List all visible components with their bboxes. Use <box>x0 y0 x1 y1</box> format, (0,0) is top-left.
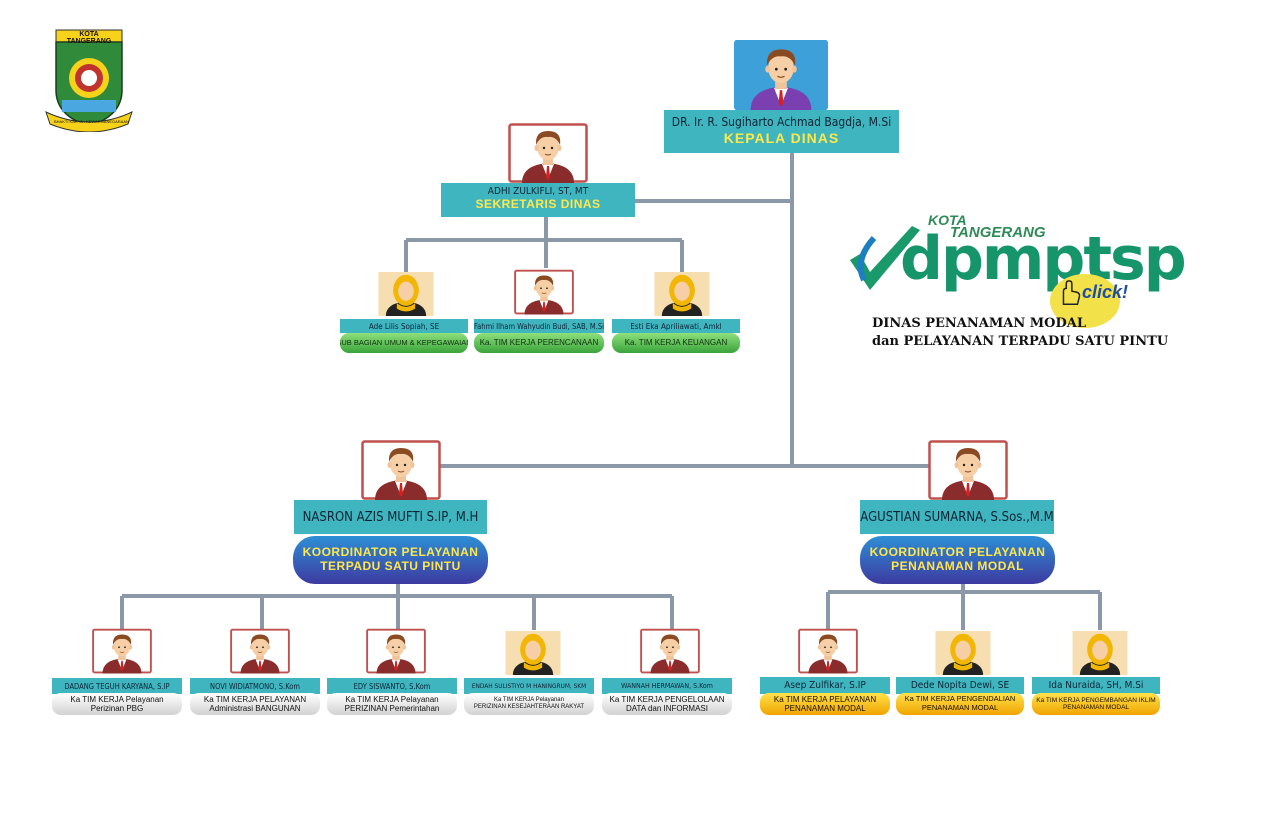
logo-motto: BHAKTI KARYA • KEWARGANEGARAAN <box>54 119 129 124</box>
male-avatar-icon <box>928 440 1008 500</box>
hijab-avatar-icon <box>378 272 434 316</box>
pointer-hand-icon <box>1062 280 1081 306</box>
ptsp-team-5-name: WANNAH HERMAWAN, S.Kom <box>602 678 732 694</box>
coordinator-1-title-line1: KOORDINATOR PELAYANAN <box>302 545 479 560</box>
pm-team-2-role-line1: Ka TIM KERJA PENGENDALIAN <box>904 694 1016 704</box>
coordinator-1-title-line2: TERPADU SATU PINTU <box>320 559 461 573</box>
brand-line1: DINAS PENANAMAN MODAL <box>872 316 1086 331</box>
ptsp-team-3-role-line2: PERIZINAN Pemerintahan <box>344 704 440 713</box>
pm-team-2-photo <box>935 631 991 675</box>
brand-click: click! <box>1082 282 1129 302</box>
secretariat-staff-3-name: Esti Eka Apriliawati, Amkl <box>612 319 740 333</box>
coordinator-2-name: AGUSTIAN SUMARNA, S.Sos.,M.M <box>860 500 1054 534</box>
hijab-avatar-icon <box>1072 631 1128 675</box>
ptsp-team-2-role-line1: Ka TIM KERJA PELAYANAN <box>203 694 307 704</box>
head-title: KEPALA DINAS <box>723 130 840 146</box>
coordinator-2-title-line1: KOORDINATOR PELAYANAN <box>869 545 1046 560</box>
pm-team-3-role-line2: PENANAMAN MODAL <box>1062 704 1130 711</box>
pm-team-1-role-line1: Ka TIM KERJA PELAYANAN <box>773 694 877 704</box>
coordinator-2-photo <box>927 440 1009 500</box>
pm-team-1-role-line2: PENANAMAN MODAL <box>784 704 866 713</box>
secretary-box: ADHI ZULKIFLI, ST, MT SEKRETARIS DINAS <box>441 183 635 217</box>
secretariat-staff-2-role-line1: Ka. TIM KERJA PERENCANAAN <box>479 338 599 348</box>
coordinator-1-photo <box>360 440 442 500</box>
ptsp-team-5-role-line1: Ka TIM KERJA PENGELOLAAN <box>609 694 725 704</box>
ptsp-team-3-photo <box>366 627 426 675</box>
ptsp-team-1-role-line2: Perizinan PBG <box>90 704 144 713</box>
logo-city-label: KOTA TANGERANG <box>66 31 112 45</box>
ptsp-team-4-role-line1: Ka TIM KERJA Pelayanan <box>494 697 564 704</box>
ptsp-team-3-role-line1: Ka TIM KERJA Pelayanan <box>345 694 439 704</box>
male-avatar-icon <box>640 628 700 674</box>
ptsp-team-4-name: ENDAH SULISTIYO M HANINGRUM, SKM <box>464 678 594 694</box>
male-avatar-icon <box>366 628 426 674</box>
secretariat-staff-3-role-line1: Ka. TIM KERJA KEUANGAN <box>624 338 728 348</box>
ptsp-team-1-photo <box>92 627 152 675</box>
ptsp-team-4-photo <box>505 631 561 675</box>
pm-team-3-role-line1: Ka TIM KERJA PENGEMBANGAN IKLIM <box>1036 696 1156 704</box>
coordinator-1-name: NASRON AZIS MUFTI S.IP, M.H <box>294 500 487 534</box>
ptsp-team-1-name: DADANG TEGUH KARYANA, S.IP <box>52 678 182 694</box>
pm-team-2-name: Dede Nopita Dewi, SE <box>896 677 1024 694</box>
secretariat-staff-3-photo <box>654 272 710 316</box>
coordinator-2-title-line2: PENANAMAN MODAL <box>891 559 1024 573</box>
ptsp-team-2-photo <box>230 627 290 675</box>
coordinator-2-title: KOORDINATOR PELAYANAN PENANAMAN MODAL <box>860 536 1055 584</box>
secretary-title: SEKRETARIS DINAS <box>475 197 601 211</box>
pm-team-1-photo <box>798 627 858 675</box>
brand-line2: dan PELAYANAN TERPADU SATU PINTU <box>872 334 1169 349</box>
hijab-avatar-icon <box>505 631 561 675</box>
check-mark-icon <box>850 226 920 290</box>
secretariat-staff-2-name: Fahmi Ilham Wahyudin Budi, SAB, M.Si <box>474 319 604 333</box>
male-avatar-icon <box>361 440 441 500</box>
secretary-name: ADHI ZULKIFLI, ST, MT <box>487 186 589 197</box>
head-box: DR. Ir. R. Sugiharto Achmad Bagdja, M.Si… <box>664 110 899 153</box>
brand-name: dpmptsp <box>900 224 1187 294</box>
secretary-photo <box>507 123 589 183</box>
ptsp-team-1-role-line1: Ka TIM KERJA Pelayanan <box>70 694 164 704</box>
secretariat-staff-1-name: Ade Lilis Sopiah, SE <box>340 319 468 333</box>
secretariat-staff-3-role: Ka. TIM KERJA KEUANGAN <box>612 333 740 353</box>
brand-click-badge <box>1050 274 1120 328</box>
ptsp-team-5-role-line2: DATA dan INFORMASI <box>626 704 708 713</box>
secretariat-staff-2-photo <box>514 268 574 316</box>
ptsp-team-2-role-line2: Administrasi BANGUNAN <box>209 704 301 713</box>
male-avatar-icon <box>734 40 828 110</box>
brand-tangerang: TANGERANG <box>950 224 1046 241</box>
male-avatar-icon <box>514 269 574 315</box>
pm-team-3-photo <box>1072 631 1128 675</box>
pm-team-2-role-line2: PENANAMAN MODAL <box>921 703 999 712</box>
secretariat-staff-2-role: Ka. TIM KERJA PERENCANAAN <box>474 333 604 353</box>
ptsp-team-3-name: EDY SISWANTO, S.Kom <box>327 678 457 694</box>
secretariat-staff-1-role: SUB BAGIAN UMUM & KEPEGAWAIAN <box>340 333 468 353</box>
pm-team-1-name: Asep Zulfikar, S.IP <box>760 677 890 694</box>
ptsp-team-4-role-line2: PERIZINAN KESEJAHTERAAN RAKYAT <box>473 704 585 710</box>
male-avatar-icon <box>508 123 588 183</box>
head-name: DR. Ir. R. Sugiharto Achmad Bagdja, M.Si <box>671 115 892 129</box>
ptsp-team-2-name: NOVI WIDIATMONO, S.Kom <box>190 678 320 694</box>
coordinator-1-title: KOORDINATOR PELAYANAN TERPADU SATU PINTU <box>293 536 488 584</box>
dpmptsp-logo: KOTA TANGERANG dpmptsp click! DINAS PENA… <box>842 210 1187 331</box>
brand-kota: KOTA <box>928 212 967 228</box>
hijab-avatar-icon <box>654 272 710 316</box>
ptsp-team-5-photo <box>640 627 700 675</box>
hijab-avatar-icon <box>935 631 991 675</box>
head-photo <box>734 40 828 110</box>
male-avatar-icon <box>230 628 290 674</box>
male-avatar-icon <box>92 628 152 674</box>
male-avatar-icon <box>798 628 858 674</box>
city-logo: KOTA TANGERANG BHAKTI KARYA • KEWARGANEG… <box>42 28 136 133</box>
pm-team-3-name: Ida Nuraida, SH, M.Si <box>1032 677 1160 694</box>
secretariat-staff-1-role-line1: SUB BAGIAN UMUM & KEPEGAWAIAN <box>340 337 468 347</box>
secretariat-staff-1-photo <box>378 272 434 316</box>
